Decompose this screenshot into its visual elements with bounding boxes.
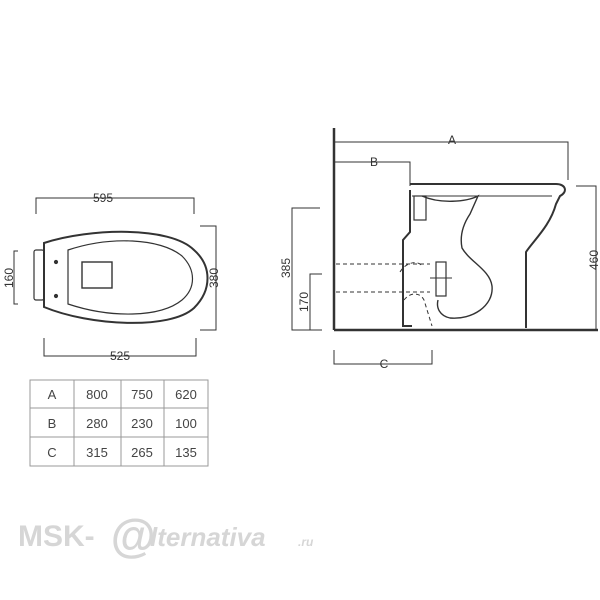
dim-label-a: A [448, 133, 456, 147]
toilet-rear-body [402, 190, 412, 327]
table-row-b-value-3: 100 [175, 416, 197, 431]
inner-bowl [421, 194, 493, 319]
watermark-brand-right: lternativa [150, 522, 266, 552]
table-row-c-value-3: 135 [175, 445, 197, 460]
bowl-outer-outline [43, 230, 209, 324]
dim-label-c: C [380, 357, 389, 371]
top-view [13, 197, 217, 357]
dim-380-line [200, 225, 217, 331]
hinge-hole-top [53, 259, 59, 265]
hinge-hole-bottom [53, 293, 59, 299]
trap-dashed [399, 262, 433, 327]
dim-160-line [13, 250, 18, 305]
dim-a-line [334, 141, 569, 180]
side-view [291, 128, 598, 365]
watermark: MSK- @ lternativa .ru [18, 510, 314, 562]
dim-label-595: 595 [93, 191, 113, 205]
table-row-c-label: C [47, 445, 56, 460]
seat-hinge [413, 195, 427, 221]
dim-label-380: 380 [207, 268, 221, 288]
watermark-at-glyph: @ [110, 510, 155, 562]
dim-525-line [43, 338, 197, 357]
table-row-a-value-1: 800 [86, 387, 108, 402]
watermark-brand-left: MSK- [18, 520, 95, 553]
table-row-a-value-2: 750 [131, 387, 153, 402]
dim-460-line [576, 185, 597, 331]
dim-170-line [309, 273, 322, 331]
table-row-b-label: B [48, 416, 57, 431]
outlet-flange [435, 261, 447, 297]
table-row-a-value-3: 620 [175, 387, 197, 402]
dim-label-525: 525 [110, 349, 130, 363]
cistern-plate [33, 249, 45, 301]
watermark-suffix: .ru [298, 535, 314, 549]
dimension-table [29, 379, 209, 467]
dim-label-b: B [370, 155, 378, 169]
toilet-rim-and-front [410, 183, 566, 328]
dim-c-line [333, 350, 433, 365]
dim-b-line [334, 161, 411, 186]
table-row-c-value-1: 315 [86, 445, 108, 460]
table-border [29, 379, 209, 467]
table-row-b-value-2: 230 [131, 416, 153, 431]
table-row-b-value-1: 280 [86, 416, 108, 431]
bowl-inner-outline [67, 240, 194, 315]
table-row-a-label: A [48, 387, 57, 402]
outlet-square [81, 261, 113, 289]
dim-label-385: 385 [279, 258, 293, 278]
dim-label-160: 160 [2, 268, 16, 288]
dim-label-170: 170 [297, 292, 311, 312]
table-grid [30, 380, 208, 466]
dim-label-460: 460 [587, 250, 600, 270]
dim-385-line [291, 207, 320, 331]
dim-595-line [35, 197, 195, 214]
table-row-c-value-2: 265 [131, 445, 153, 460]
